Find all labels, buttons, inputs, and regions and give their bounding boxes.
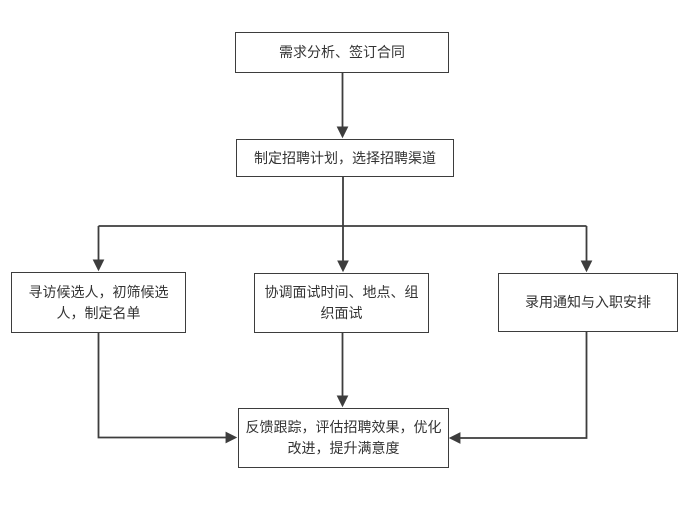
flow-node-requirements: 需求分析、签订合同 [235, 32, 449, 73]
flow-node-feedback-label: 反馈跟踪，评估招聘效果，优化 改进，提升满意度 [245, 419, 442, 456]
flow-node-offer: 录用通知与入职安排 [498, 273, 678, 332]
connector-offer-to-feedback [448, 332, 588, 444]
flow-node-offer-label: 录用通知与入职安排 [525, 294, 651, 310]
flow-node-sourcing: 寻访候选人，初筛候选 人，制定名单 [11, 272, 186, 333]
flow-node-plan: 制定招聘计划，选择招聘渠道 [236, 139, 454, 177]
flow-node-feedback: 反馈跟踪，评估招聘效果，优化 改进，提升满意度 [238, 408, 449, 468]
flow-node-requirements-label: 需求分析、签订合同 [279, 44, 405, 60]
flow-node-plan-label: 制定招聘计划，选择招聘渠道 [254, 149, 436, 166]
flow-node-interview: 协调面试时间、地点、组 织面试 [254, 273, 429, 333]
connector-sourcing-to-feedback [97, 332, 238, 444]
flow-node-sourcing-label: 寻访候选人，初筛候选 人，制定名单 [28, 283, 169, 321]
flow-node-interview-label: 协调面试时间、地点、组 织面试 [264, 284, 419, 321]
